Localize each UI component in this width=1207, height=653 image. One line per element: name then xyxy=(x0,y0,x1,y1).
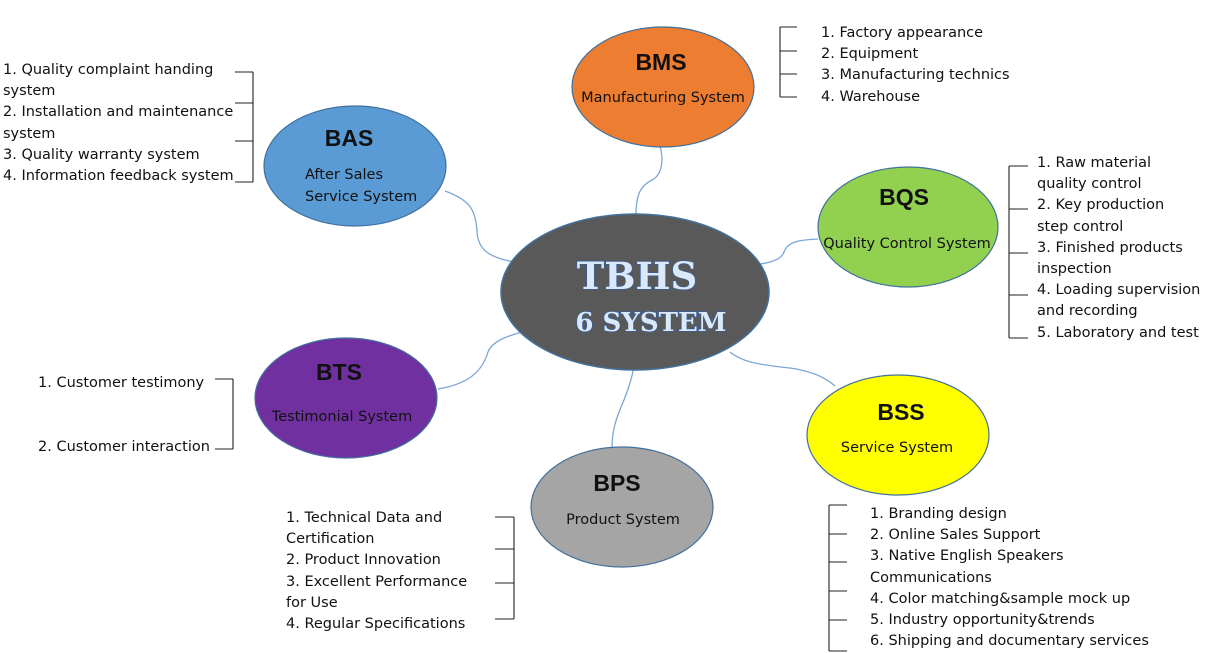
list-item: 1. Customer testimony xyxy=(38,375,205,391)
list-item: 1. Raw material xyxy=(1037,155,1152,171)
bas-name-line1: After Sales xyxy=(305,167,383,183)
connector-bas xyxy=(444,190,516,263)
bps-code: BPS xyxy=(593,470,640,496)
list-item: 5. Laboratory and test xyxy=(1037,324,1199,341)
list-item: 3. Manufacturing technics xyxy=(821,67,1010,84)
bps-name: Product System xyxy=(566,512,680,528)
bms-bracket xyxy=(779,26,797,98)
list-item: system xyxy=(3,125,56,142)
list-item: 2. Key production xyxy=(1037,197,1165,214)
node-bms: BMS Manufacturing System xyxy=(571,26,755,148)
list-item: 2. Installation and maintenance xyxy=(3,104,234,121)
connector-bms xyxy=(635,145,663,216)
list-item: 5. Industry opportunity&trends xyxy=(870,612,1095,629)
center-ellipse xyxy=(500,213,770,371)
bqs-items-list: 1. Raw material quality control 2. Key p… xyxy=(1037,153,1200,344)
center-title: TBHS xyxy=(577,254,698,298)
connector-bps xyxy=(611,365,635,448)
bms-items-list: 1. Factory appearance 2. Equipment 3. Ma… xyxy=(821,23,1010,108)
list-item: 2. Online Sales Support xyxy=(870,527,1041,544)
bss-items-list: 1. Branding design 2. Online Sales Suppo… xyxy=(870,504,1149,652)
bps-items-list: 1. Technical Data and Certification 2. P… xyxy=(286,508,467,635)
list-item: for Use xyxy=(286,594,338,611)
bss-ellipse xyxy=(806,374,990,496)
bas-code: BAS xyxy=(325,125,374,151)
bms-ellipse xyxy=(571,26,755,148)
list-item: 1. Factory appearance xyxy=(821,25,984,41)
list-item: 4. Warehouse xyxy=(821,88,921,105)
center-node: TBHS 6 SYSTEM xyxy=(500,213,770,371)
connector-bts xyxy=(437,330,528,390)
bqs-code: BQS xyxy=(879,184,929,210)
bas-bracket xyxy=(235,71,254,183)
list-item: 3. Finished products xyxy=(1037,239,1183,256)
list-item: 6. Shipping and documentary services xyxy=(870,633,1149,650)
bms-code: BMS xyxy=(635,49,686,75)
list-item: 1. Technical Data and xyxy=(286,510,443,526)
list-item: Communications xyxy=(870,569,992,586)
list-item: 2. Equipment xyxy=(821,46,919,63)
list-item: 4. Information feedback system xyxy=(3,168,234,185)
bms-name: Manufacturing System xyxy=(581,90,745,106)
node-bas: BAS After Sales Service System xyxy=(263,105,447,227)
bts-name: Testimonial System xyxy=(271,409,412,425)
center-subtitle: 6 SYSTEM xyxy=(575,308,726,338)
list-item: 4. Color matching&sample mock up xyxy=(870,590,1131,607)
node-bts: BTS Testimonial System xyxy=(254,337,438,459)
bas-ellipse xyxy=(263,105,447,227)
bas-items-list: 1. Quality complaint handing system 2. I… xyxy=(3,60,234,187)
connector-bss xyxy=(729,351,836,387)
list-item: step control xyxy=(1037,218,1124,235)
bps-bracket xyxy=(495,516,515,620)
list-item: 1. Quality complaint handing xyxy=(3,62,214,78)
bts-items-list: 1. Customer testimony 2. Customer intera… xyxy=(38,373,210,458)
node-bps: BPS Product System xyxy=(530,446,714,568)
bss-name: Service System xyxy=(841,440,953,456)
list-item: 3. Excellent Performance xyxy=(286,573,468,590)
list-item: 4. Regular Specifications xyxy=(286,616,466,633)
bqs-ellipse xyxy=(817,166,999,288)
list-item: Certification xyxy=(286,531,375,548)
list-item: 1. Branding design xyxy=(870,506,1007,522)
bss-bracket xyxy=(828,504,847,652)
list-item: 2. Product Innovation xyxy=(286,552,441,569)
node-bqs: BQS Quality Control System xyxy=(817,166,999,288)
connector-bqs xyxy=(759,238,819,265)
list-item: 4. Loading supervision xyxy=(1037,282,1201,299)
bqs-name: Quality Control System xyxy=(823,236,991,252)
list-item: 3. Native English Speakers xyxy=(870,548,1064,565)
bts-ellipse xyxy=(254,337,438,459)
list-item: system xyxy=(3,83,56,100)
list-item: 2. Customer interaction xyxy=(38,439,210,456)
node-bss: BSS Service System xyxy=(806,374,990,496)
bas-name-line2: Service System xyxy=(305,189,417,205)
bts-bracket xyxy=(215,378,234,450)
bps-ellipse xyxy=(530,446,714,568)
list-item: inspection xyxy=(1037,261,1112,278)
bqs-bracket xyxy=(1008,165,1028,339)
bts-code: BTS xyxy=(316,359,362,385)
list-item: quality control xyxy=(1037,176,1142,193)
list-item: and recording xyxy=(1037,303,1138,320)
list-item: 3. Quality warranty system xyxy=(3,146,200,163)
bss-code: BSS xyxy=(877,399,924,425)
